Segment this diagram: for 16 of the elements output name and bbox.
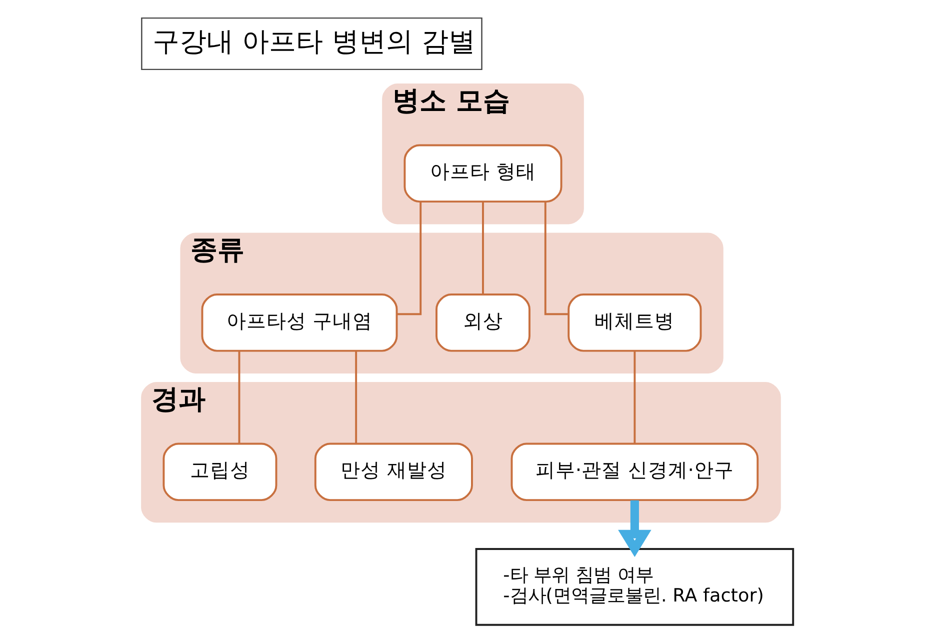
node-box: 아프타성 구내염 bbox=[201, 294, 398, 352]
connector bbox=[355, 351, 358, 444]
node-box: 고립성 bbox=[162, 442, 278, 502]
node-box: 피부·관절 신경계·안구 bbox=[510, 442, 759, 502]
node-box: 외상 bbox=[436, 294, 530, 352]
arrow bbox=[618, 500, 652, 558]
connector bbox=[238, 351, 240, 444]
connector bbox=[544, 202, 568, 316]
node-box: 베체트병 bbox=[568, 294, 702, 352]
connector bbox=[397, 202, 422, 316]
connector bbox=[634, 351, 636, 444]
diagram-title: 구강내 아프타 병변의 감별 bbox=[152, 26, 476, 58]
node-box: -타 부위 침범 여부 -검사(면역글로불린. RA factor) bbox=[475, 548, 794, 626]
node-box: 만성 재발성 bbox=[314, 442, 473, 502]
node-box: 아프타 형태 bbox=[404, 144, 562, 203]
connector bbox=[482, 202, 484, 294]
